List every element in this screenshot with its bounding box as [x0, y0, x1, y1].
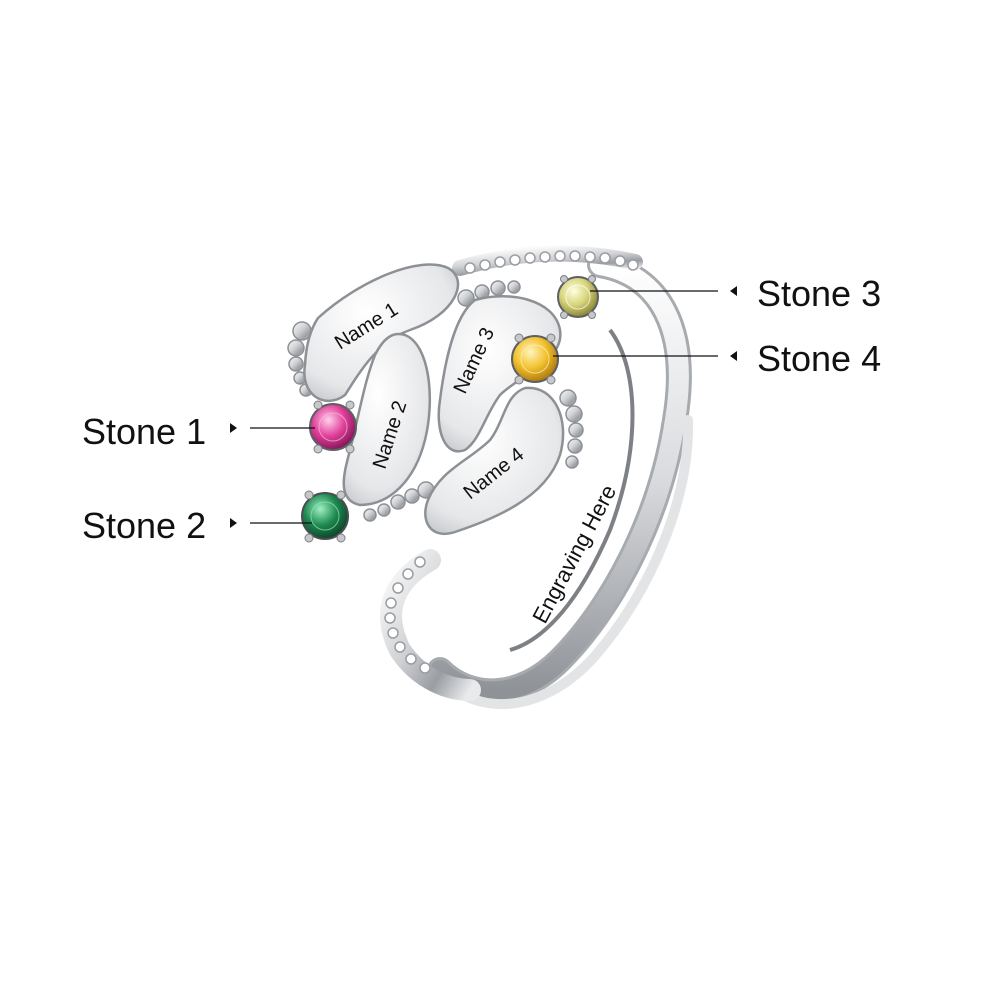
stone-3-gem — [557, 275, 599, 319]
foot-3: Name 3 — [437, 280, 562, 453]
callout-lines — [250, 290, 718, 524]
stone-1-label: Stone 1 — [82, 411, 207, 452]
stone-1-gem — [309, 400, 357, 454]
stone-2-label: Stone 2 — [82, 505, 207, 546]
foot-2: Name 2 — [342, 332, 435, 522]
stone-2-pointer-icon — [230, 518, 237, 528]
stone-4-pointer-icon — [730, 351, 737, 361]
stone-2-gem — [301, 490, 349, 543]
stone-3-pointer-icon — [730, 286, 737, 296]
stone-4-gem — [511, 333, 559, 385]
pave-stones-lower — [384, 556, 431, 674]
stone-1-pointer-icon — [230, 423, 237, 433]
pave-stones-upper — [464, 250, 639, 274]
stone-4-label: Stone 4 — [757, 338, 882, 379]
stone-3-label: Stone 3 — [757, 273, 882, 314]
